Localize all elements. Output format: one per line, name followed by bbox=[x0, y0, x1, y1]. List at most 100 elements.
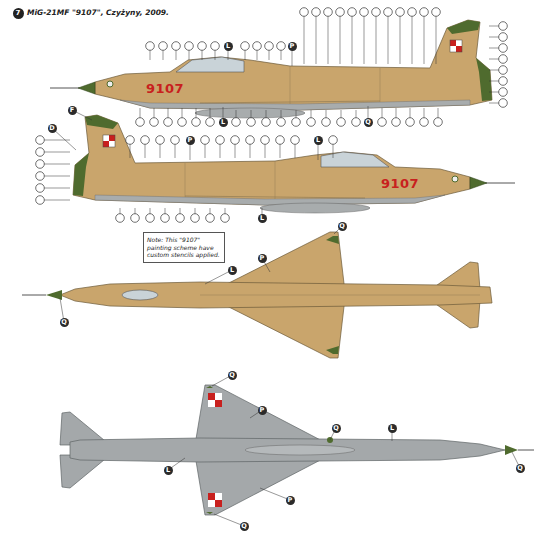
callout-circle bbox=[246, 136, 255, 145]
leader-line bbox=[316, 12, 317, 64]
callout-circle bbox=[231, 136, 240, 145]
callout-circle bbox=[329, 136, 338, 145]
leader-line bbox=[388, 12, 389, 64]
leader-line bbox=[364, 12, 365, 64]
callout-circle bbox=[352, 118, 361, 127]
callout-circle bbox=[384, 8, 393, 17]
callout-circle bbox=[348, 8, 357, 17]
callout-circle bbox=[216, 136, 225, 145]
callout-circle bbox=[161, 214, 170, 223]
callout-circle bbox=[232, 118, 241, 127]
callout-circle bbox=[159, 42, 168, 51]
callout-circle bbox=[396, 8, 405, 17]
callout-letter: Q bbox=[240, 522, 249, 531]
callout-circle bbox=[192, 118, 201, 127]
callout-circle bbox=[116, 214, 125, 223]
callout-letter: Q bbox=[364, 118, 373, 127]
leader-line bbox=[376, 12, 377, 64]
callout-circle bbox=[277, 118, 286, 127]
serial-number: 9107 bbox=[146, 81, 184, 96]
callout-circle bbox=[432, 8, 441, 17]
callout-circle bbox=[499, 99, 508, 108]
callout-letter: P bbox=[186, 136, 195, 145]
callout-letter: Q bbox=[60, 318, 69, 327]
callout-letter: Q bbox=[332, 424, 341, 433]
callout-letter: D bbox=[48, 124, 57, 133]
note-box: Note: This "9107" painting scheme have c… bbox=[143, 232, 225, 263]
leader-line bbox=[424, 12, 425, 64]
callout-circle bbox=[499, 77, 508, 86]
note-text: Note: This "9107" painting scheme have c… bbox=[147, 236, 221, 259]
callout-letter: L bbox=[388, 424, 397, 433]
callout-circle bbox=[392, 118, 401, 127]
callout-circle bbox=[499, 88, 508, 97]
leader-line bbox=[436, 12, 437, 64]
callout-circle bbox=[36, 172, 45, 181]
callout-circle bbox=[201, 136, 210, 145]
callout-circle bbox=[277, 42, 286, 51]
callout-letter: Q bbox=[516, 464, 525, 473]
callout-circle bbox=[360, 8, 369, 17]
callout-circle bbox=[146, 42, 155, 51]
callout-circle bbox=[36, 136, 45, 145]
callout-circle bbox=[141, 136, 150, 145]
callout-circle bbox=[198, 42, 207, 51]
callout-circle bbox=[378, 118, 387, 127]
leader-line bbox=[412, 12, 413, 64]
callout-circle bbox=[406, 118, 415, 127]
leader-line bbox=[400, 12, 401, 64]
callout-circle bbox=[185, 42, 194, 51]
callout-letter: L bbox=[224, 42, 233, 51]
leader-line bbox=[340, 12, 341, 64]
callout-circle bbox=[146, 214, 155, 223]
callout-circle bbox=[36, 148, 45, 157]
callout-letter: Q bbox=[338, 222, 347, 231]
callout-circle bbox=[36, 196, 45, 205]
callout-circle bbox=[262, 118, 271, 127]
callout-circle bbox=[292, 118, 301, 127]
callout-letter: Q bbox=[228, 371, 237, 380]
callout-circle bbox=[261, 136, 270, 145]
callout-circle bbox=[241, 42, 250, 51]
callout-circle bbox=[211, 42, 220, 51]
callout-letter: P bbox=[286, 496, 295, 505]
callout-circle bbox=[322, 118, 331, 127]
callout-letter: P bbox=[258, 254, 267, 263]
callout-circle bbox=[221, 214, 230, 223]
callout-circle bbox=[408, 8, 417, 17]
callout-circle bbox=[206, 214, 215, 223]
callout-circle bbox=[336, 8, 345, 17]
callout-circle bbox=[324, 8, 333, 17]
callout-circle bbox=[126, 136, 135, 145]
callout-circle bbox=[337, 118, 346, 127]
callout-circle bbox=[206, 118, 215, 127]
callout-letter: L bbox=[219, 118, 228, 127]
title: MiG-21MF "9107", Czyżyny, 2009. bbox=[27, 8, 169, 17]
callout-letter: L bbox=[258, 214, 267, 223]
callout-circle bbox=[372, 8, 381, 17]
callout-circle bbox=[172, 42, 181, 51]
serial-number: 9107 bbox=[381, 176, 419, 191]
leader-line bbox=[328, 12, 329, 64]
callout-letter: L bbox=[164, 466, 173, 475]
callout-circle bbox=[191, 214, 200, 223]
callout-letter: L bbox=[228, 266, 237, 275]
callout-circle bbox=[499, 66, 508, 75]
callout-circle bbox=[136, 118, 145, 127]
callout-letter: F bbox=[68, 106, 77, 115]
callout-circle bbox=[307, 118, 316, 127]
callout-circle bbox=[312, 8, 321, 17]
callout-letter: L bbox=[314, 136, 323, 145]
callout-circle bbox=[178, 118, 187, 127]
callout-circle bbox=[434, 118, 443, 127]
callout-letter: P bbox=[288, 42, 297, 51]
callout-circle bbox=[499, 22, 508, 31]
callout-circle bbox=[276, 136, 285, 145]
callout-circle bbox=[499, 44, 508, 53]
callout-circle bbox=[253, 42, 262, 51]
callout-circle bbox=[265, 42, 274, 51]
callout-letter: P bbox=[258, 406, 267, 415]
callout-circle bbox=[499, 55, 508, 64]
callout-circle bbox=[420, 118, 429, 127]
callout-circle bbox=[36, 184, 45, 193]
